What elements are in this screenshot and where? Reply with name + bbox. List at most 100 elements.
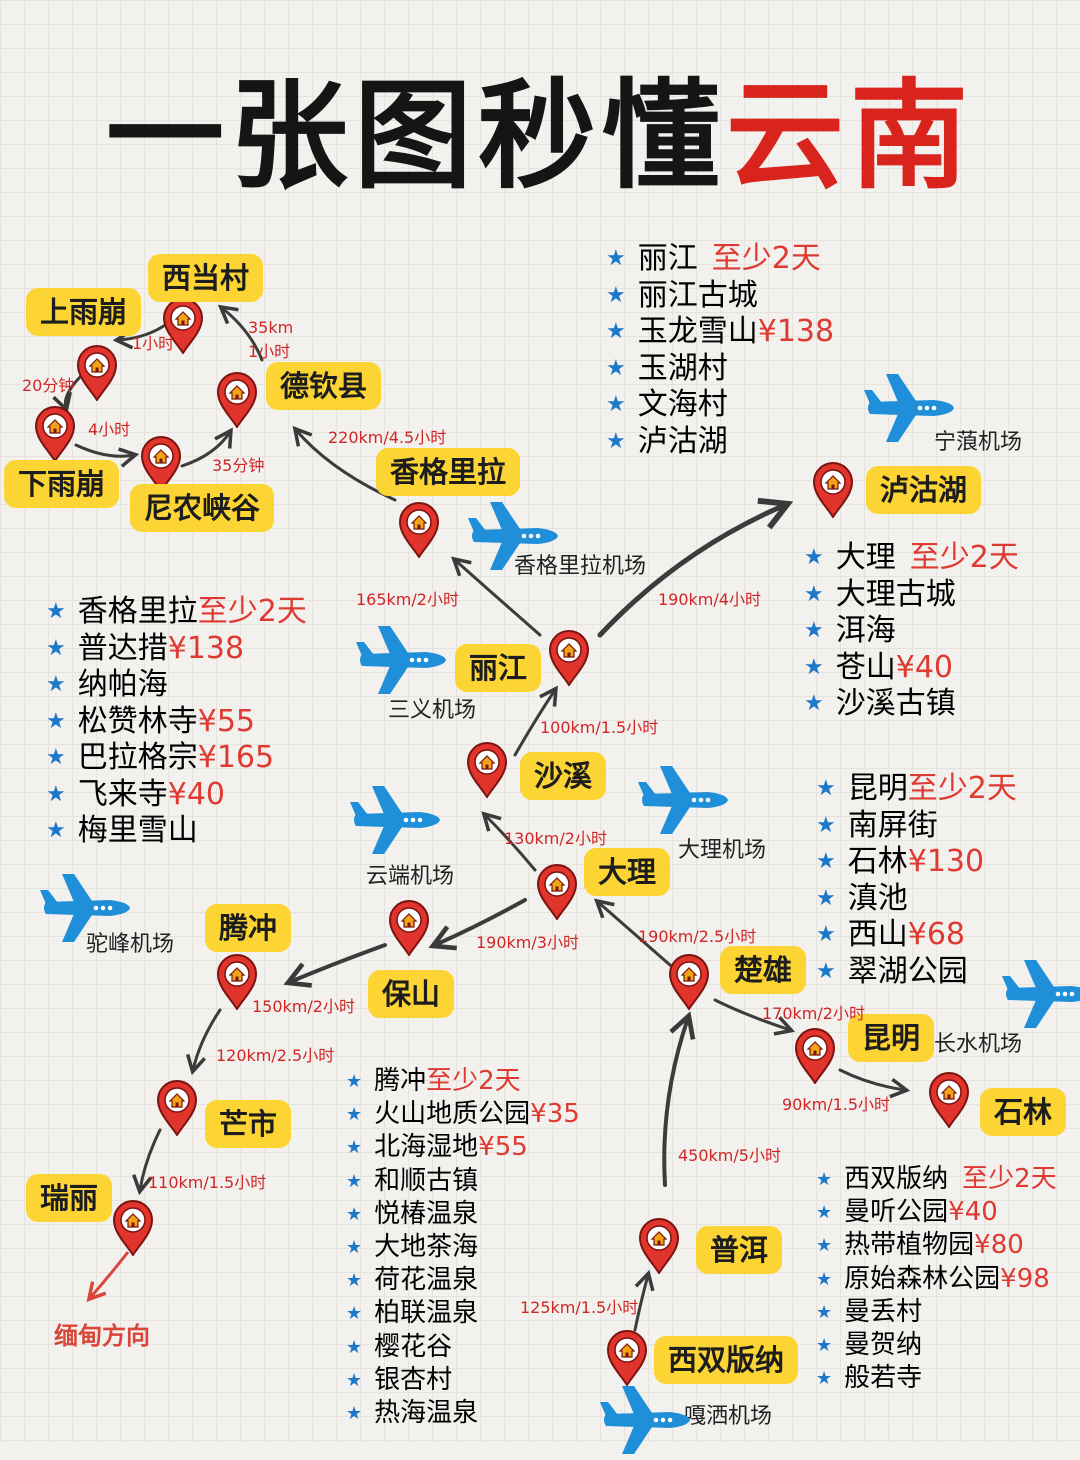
list-item-extra: ¥35 [530,1099,580,1130]
list-item-name: 翠湖公园 [847,953,968,989]
map-pin-icon-chuxiong [668,954,710,1011]
airport-yunduan: 云端机场 [366,864,455,889]
star-icon: ★ [46,745,66,770]
list-item: ★香格里拉至少2天 [46,594,307,631]
info-list-dali: ★大理至少2天★大理古城★洱海★苍山¥40★沙溪古镇 [804,540,1019,723]
label-xiayubeng: 下雨崩 [4,460,120,508]
star-icon: ★ [816,922,836,947]
list-item: ★大理至少2天 [804,540,1019,577]
list-item-name: 普达措 [77,630,168,666]
map-pin-icon-mangshi [156,1080,198,1137]
airport-ninglang: 宁蒗机场 [934,430,1023,455]
list-item-name: 柏联温泉 [374,1298,479,1329]
star-icon: ★ [346,1104,363,1126]
route-kunming-shilin [838,1068,905,1090]
list-item-name: 南屏街 [847,807,938,843]
star-icon: ★ [816,1235,833,1257]
route-mangshi-ruili [140,1128,162,1190]
airport-tuofeng: 驼峰机场 [86,932,175,957]
dist-chuxiong-dali: 190km/2.5小时 [638,927,757,946]
list-item: ★泸沽湖 [606,424,834,461]
list-item: ★梅里雪山 [46,813,307,850]
list-item-name: 和顺古镇 [374,1165,479,1196]
label-chuxiong: 楚雄 [720,946,807,994]
star-icon: ★ [816,1335,833,1357]
list-item: ★沙溪古镇 [804,686,1019,723]
list-item: ★悦椿温泉 [346,1198,580,1231]
list-item-name: 丽江古城 [637,277,758,313]
star-icon: ★ [346,1203,363,1225]
list-item: ★西双版纳至少2天 [816,1163,1057,1196]
star-icon: ★ [346,1303,363,1325]
dist-lijiang-shangri-la: 165km/2小时 [356,590,459,609]
star-icon: ★ [816,1268,833,1290]
dist-kunming-shilin: 90km/1.5小时 [782,1095,891,1114]
list-item-extra: ¥80 [974,1230,1024,1261]
airport-gasa: 嘎洒机场 [684,1404,773,1429]
list-item-name: 玉湖村 [637,350,728,386]
star-icon: ★ [804,691,824,716]
label-lugu-lake: 泸沽湖 [866,466,982,514]
list-item-name: 银杏村 [374,1364,453,1395]
route-shaxi-lijiang [513,690,555,757]
list-item: ★翠湖公园 [816,954,1017,991]
list-item: ★玉湖村 [606,351,834,388]
list-item-name: 热海温泉 [374,1398,479,1429]
list-item-name: 香格里拉 [77,594,198,629]
map-pin-icon-lijiang [548,630,590,687]
list-item-name: 丽江 [637,241,698,276]
map-pin-icon-shangri-la [398,502,440,559]
star-icon: ★ [46,599,66,624]
airport-shangri-la: 香格里拉机场 [514,554,647,579]
list-item: ★松赞林寺¥55 [46,704,307,741]
route-niinong-deqin [180,432,230,468]
list-item: ★热海温泉 [346,1397,580,1430]
list-item-name: 原始森林公园 [844,1263,1001,1294]
dist-shangri-la-deqin: 220km/4.5小时 [328,428,447,447]
dist-deqin-xidang-time: 1小时 [248,342,291,361]
list-item: ★苍山¥40 [804,650,1019,687]
myanmar-direction: 缅甸方向 [54,1322,150,1350]
label-tengchong: 腾冲 [205,904,292,952]
list-item: ★和顺古镇 [346,1165,580,1198]
map-pin-icon-shilin [928,1072,970,1129]
list-item: ★石林¥130 [816,844,1017,881]
airplane-icon-sanyi [356,624,448,696]
star-icon: ★ [346,1137,363,1159]
list-item-extra: 至少2天 [907,771,1017,806]
star-icon: ★ [46,635,66,661]
list-item: ★洱海 [804,613,1019,650]
map-pin-icon-tengchong [216,954,258,1011]
dist-niinong-deqin: 35分钟 [212,456,265,475]
list-item-extra: ¥55 [478,1132,528,1163]
list-item: ★南屏街 [816,808,1017,845]
list-item-extra: 至少2天 [909,540,1019,575]
star-icon: ★ [816,1202,833,1224]
list-item-extra: ¥40 [167,776,225,812]
dist-xidang-shangyubeng: 1小时 [132,334,175,353]
route-ruili-myanmar [90,1251,130,1298]
list-item-name: 文海村 [637,387,728,422]
list-item-name: 巴拉格宗 [77,740,198,775]
list-item-extra: ¥40 [895,649,953,685]
star-icon: ★ [804,545,824,570]
star-icon: ★ [606,282,626,308]
map-pin-icon-shangyubeng [76,345,118,402]
list-item: ★大理古城 [804,577,1019,614]
label-ruili: 瑞丽 [26,1174,113,1222]
label-dali: 大理 [584,848,671,896]
star-icon: ★ [606,246,626,271]
route-lijiang-lugu [597,505,785,638]
list-item-name: 梅里雪山 [77,813,198,848]
list-item: ★腾冲至少2天 [346,1065,580,1098]
list-item-name: 西双版纳 [844,1164,949,1194]
dist-baoshan-tengchong: 150km/2小时 [252,997,355,1016]
list-item-extra: 至少2天 [711,241,821,276]
route-chuxiong-kunming [713,998,790,1030]
route-xishuangbanna-puer [633,1275,648,1332]
star-icon: ★ [804,581,824,607]
list-item: ★文海村 [606,387,834,424]
route-puer-chuxiong [662,1018,688,1187]
dist-dali-shaxi: 130km/2小时 [504,829,607,848]
